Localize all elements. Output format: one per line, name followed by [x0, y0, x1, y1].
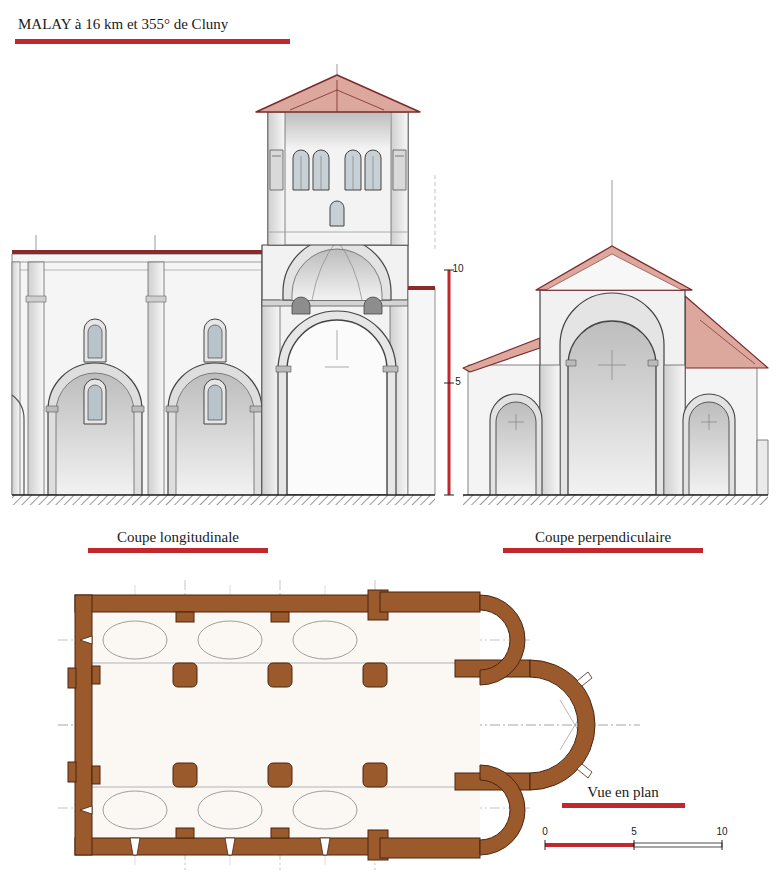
- floor-plan: [58, 580, 640, 870]
- section-caption: Coupe longitudinale: [117, 529, 239, 546]
- scale-number: 0: [542, 826, 548, 838]
- diagram-title: MALAY à 16 km et 355° de Cluny: [18, 16, 228, 33]
- caption-underline: [88, 548, 268, 553]
- vertical-scale: [435, 175, 454, 495]
- caption-underline: [503, 548, 703, 553]
- scale-bar: [545, 840, 722, 850]
- scale-number: 5: [455, 376, 461, 388]
- plan-caption: Vue en plan: [587, 784, 659, 801]
- cross-section: [463, 180, 768, 505]
- section-caption: Coupe perpendiculaire: [535, 529, 671, 546]
- scale-number: 10: [716, 826, 727, 838]
- scale-number: 5: [631, 826, 637, 838]
- title-underline: [15, 39, 290, 44]
- caption-underline: [562, 803, 685, 808]
- scale-number: 10: [452, 263, 463, 275]
- longitudinal-section: [12, 64, 435, 505]
